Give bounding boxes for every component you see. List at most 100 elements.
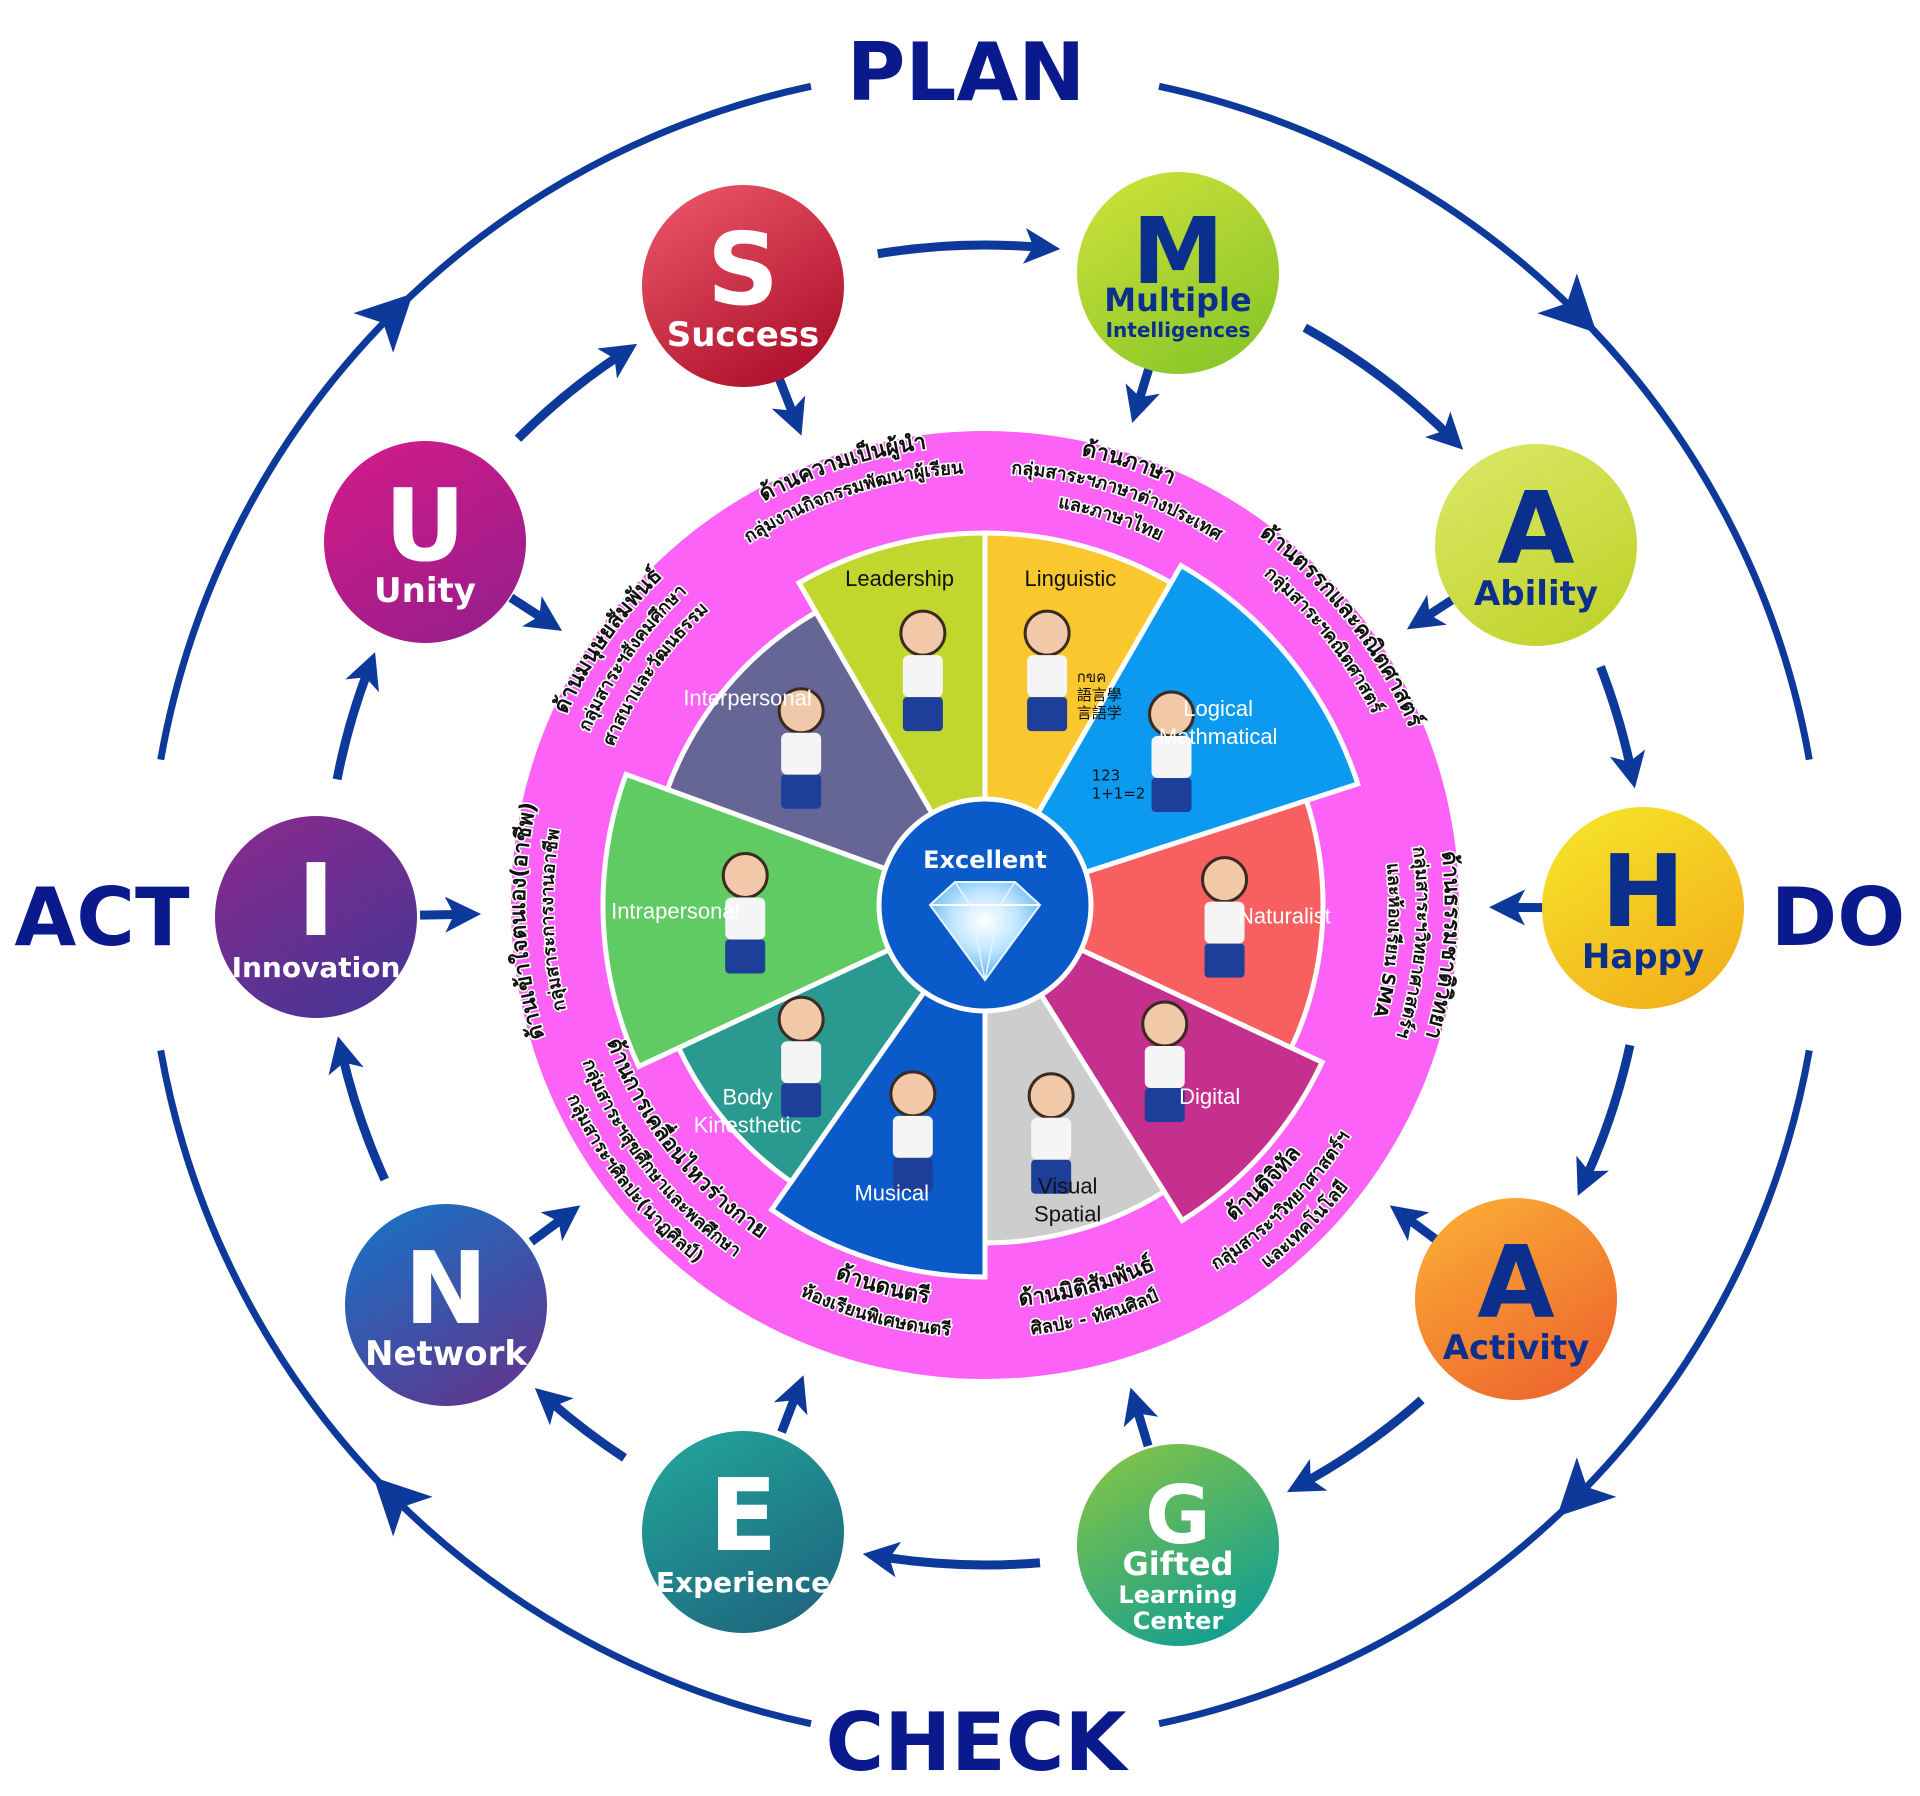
circle-bg (324, 441, 526, 643)
student-figure-head (1027, 1072, 1075, 1120)
letter-word: Activity (1443, 1328, 1590, 1368)
letter-word-2: Learning (1118, 1581, 1237, 1609)
circle-bg (1415, 1198, 1617, 1400)
letter: E (709, 1457, 777, 1574)
cycle-arrow (514, 343, 638, 442)
student-figure-bottom (902, 697, 943, 732)
letter: H (1601, 833, 1685, 950)
diamond-icon (928, 881, 1042, 982)
letter-word: Multiple (1104, 281, 1251, 319)
letter-circles: SSuccessMMultipleIntelligencesAAbilityHH… (215, 172, 1744, 1646)
outer-ring-arrow (373, 1477, 812, 1728)
student-figure-bottom (1027, 697, 1068, 732)
outer-ring-arc (390, 82, 812, 316)
inward-arrow (1389, 1205, 1442, 1246)
student-figure-shirt (1027, 655, 1068, 698)
letter: N (404, 1230, 488, 1347)
student-figure-bottom (1031, 1159, 1072, 1194)
wedge-content-digital: Digital (1141, 1000, 1240, 1123)
wedge-label: Interpersonal (683, 686, 811, 711)
wedge-label: Linguistic (1025, 566, 1117, 591)
wedge-content-musical: Musical (854, 1070, 937, 1206)
student-figure-head (1023, 609, 1071, 657)
wedge-content-leadership: Leadership (845, 566, 954, 732)
student-figure-bottom (1151, 777, 1192, 812)
outer-ring-arc (1574, 310, 1813, 761)
inward-arrow (1125, 363, 1160, 423)
student-figure-bottom (725, 939, 766, 974)
student-figure-bottom (1144, 1088, 1185, 1123)
cycle-arrow (328, 1036, 389, 1182)
inward-arrow (420, 896, 482, 933)
inward-arrow (508, 593, 563, 631)
wedge-content-intrapersonal: Intrapersonal (611, 851, 769, 974)
circle-bg (642, 185, 844, 387)
letter-word-3: Center (1133, 1607, 1224, 1635)
student-figure-shirt (725, 897, 766, 940)
act-label: ACT (14, 871, 190, 964)
letter-word: Unity (374, 571, 476, 611)
wedge-label: Leadership (845, 566, 954, 591)
circle-bg (215, 816, 417, 1018)
wedge-annotation: 1+1=2 (1092, 785, 1146, 803)
wedge-label: Intrapersonal (611, 899, 739, 924)
student-figure-shirt (1151, 735, 1192, 778)
student-figure-head (899, 609, 947, 657)
circle-bg (345, 1204, 547, 1406)
student-figure-bottom (1204, 943, 1245, 978)
inward-arrow (528, 1205, 581, 1246)
letter: G (1145, 1469, 1211, 1562)
wedge-annotation: กขค (1077, 668, 1106, 686)
wedge-label: Musical (854, 1181, 929, 1206)
wedge-shape (600, 771, 992, 1070)
letter-word: Gifted (1122, 1545, 1233, 1583)
letter-word: Experience (656, 1566, 830, 1599)
wedge-annotation: 言語学 (1077, 704, 1122, 722)
letter: A (1497, 470, 1574, 587)
wedge-label: Naturalist (1238, 903, 1331, 928)
wedge-label: Digital (1179, 1084, 1240, 1109)
letter: M (1132, 198, 1224, 305)
wedge-intrapersonal (600, 771, 992, 1070)
circle-bg (1077, 1444, 1279, 1646)
outer-ring-arrow (1158, 82, 1597, 333)
do-label: DO (1771, 871, 1905, 964)
cycle-arrow (877, 227, 1061, 264)
student-figure-bottom (781, 774, 822, 809)
circle-bg (1077, 172, 1279, 374)
outer-ring-arrow (157, 293, 413, 761)
cycle-arrow (1302, 323, 1464, 450)
cycle-arrow (1286, 1396, 1425, 1493)
cycle-arrow (1576, 1044, 1635, 1196)
check-label: CHECK (825, 1696, 1129, 1789)
student-figure-head (777, 995, 825, 1043)
outer-ring-arc (1158, 1494, 1580, 1728)
letter-arrows (328, 227, 1646, 1578)
cycle-arrow (862, 1541, 1041, 1578)
cycle-arrow (1596, 665, 1646, 789)
student-figure-bottom (892, 1157, 933, 1192)
wedge-annotation: 123 (1092, 767, 1121, 785)
letter: S (707, 211, 779, 328)
letter: A (1477, 1224, 1554, 1341)
student-figure-shirt (892, 1115, 933, 1158)
outer-ring-arc (157, 1049, 396, 1500)
letter-word-2: Intelligences (1106, 318, 1251, 342)
center-label: Excellent (923, 846, 1047, 874)
inward-arrow (773, 1375, 808, 1434)
cycle-arrow (534, 1388, 627, 1462)
student-figure-shirt (902, 655, 943, 698)
